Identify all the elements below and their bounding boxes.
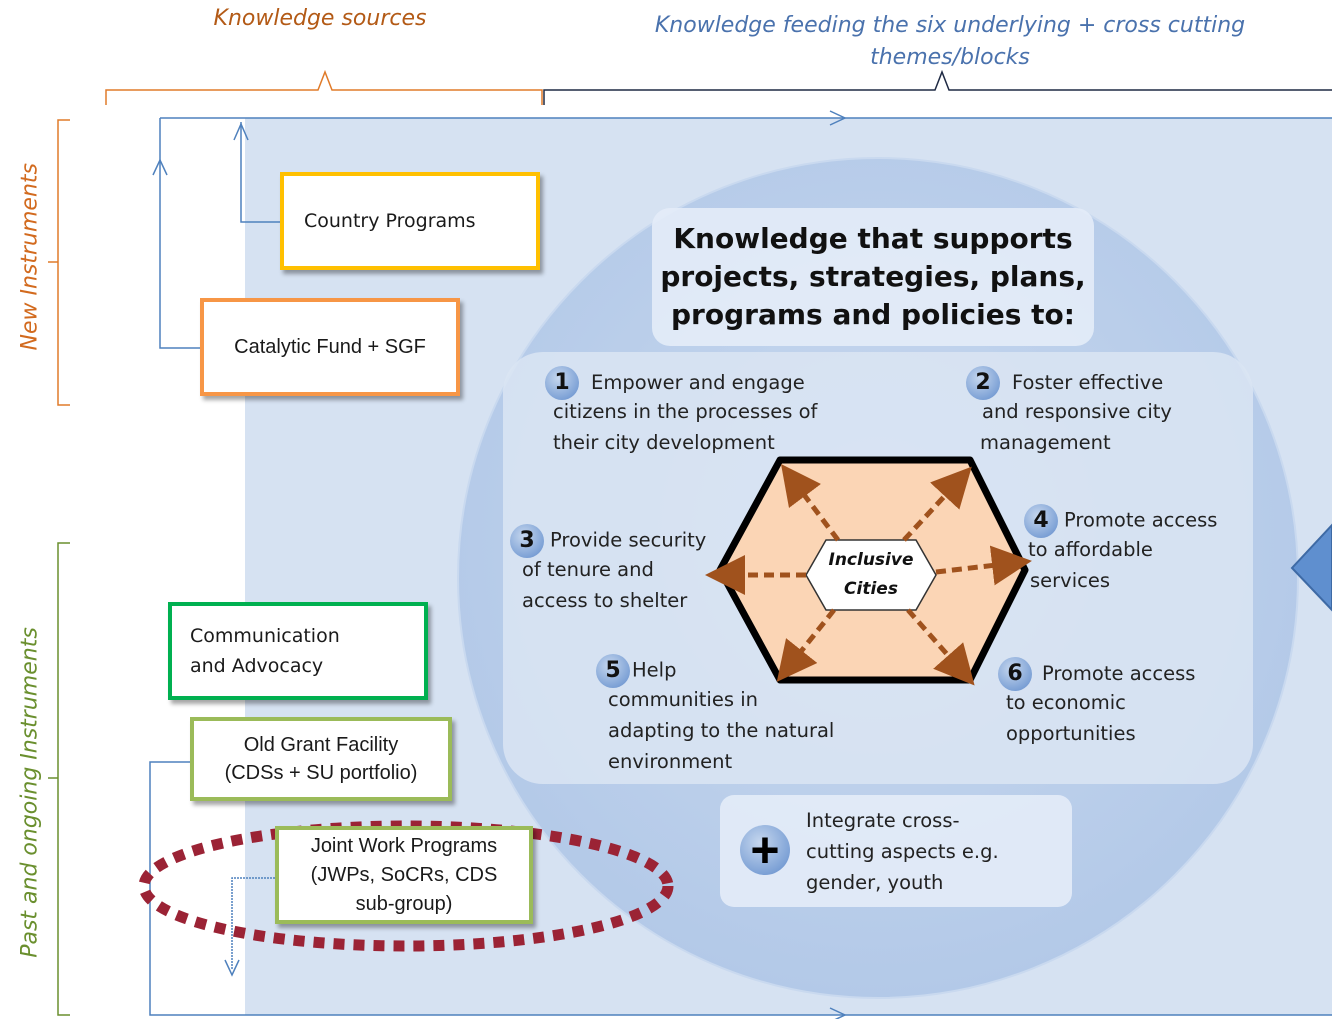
item-6-line3: opportunities [1006, 722, 1136, 746]
cross-cutting-line2: cutting aspects e.g. [806, 840, 999, 864]
item-1: 1 Empower and engage citizens in the proc… [545, 366, 845, 458]
highlight-ellipse [138, 820, 674, 952]
top-arrowhead [829, 110, 847, 126]
cross-cutting-text: Integrate cross- cutting aspects e.g. ge… [806, 805, 1066, 899]
jwp-arrowhead [224, 959, 240, 977]
item-3-line2: of tenure and [522, 558, 654, 581]
item-3-line1: Provide security [550, 528, 707, 552]
country-programs-label: Country Programs [304, 209, 476, 232]
center-arrows [705, 464, 1032, 686]
right-edge-arrow [1290, 523, 1332, 612]
old-grant-line2: (CDSs + SU portfolio) [224, 762, 418, 784]
inclusive-cities-line2: Cities [844, 578, 898, 599]
circle-title-line1: Knowledge that supports [673, 222, 1073, 256]
knowledge-feeding-header: Knowledge feeding the six underlying + c… [654, 13, 1246, 70]
item-2-line2: and responsive city [982, 400, 1172, 423]
item-4-number: 4 [1024, 504, 1058, 538]
old-grant-line1: Old Grant Facility [243, 734, 399, 756]
bottom-arrowhead [829, 1007, 847, 1019]
item-6: 6 Promote access to economic opportunitie… [998, 657, 1238, 749]
item-5-line1: Help [632, 658, 677, 682]
communication-line1: Communication [190, 624, 340, 647]
item-4-line3: services [1030, 569, 1111, 593]
item-5-line3: adapting to the natural [608, 719, 835, 743]
knowledge-sources-header: Knowledge sources [213, 6, 427, 31]
cross-cutting-line1: Integrate cross- [806, 809, 960, 832]
country-connector [240, 122, 280, 223]
item-1-line2: citizens in the processes of [553, 400, 818, 423]
past-instruments-bracket [48, 542, 70, 1016]
item-3-line3: access to shelter [522, 589, 688, 613]
catalytic-fund-box: Catalytic Fund + SGF [200, 298, 460, 396]
cross-cutting-line3: gender, youth [806, 871, 944, 895]
circle-title-line2: projects, strategies, plans, [660, 260, 1086, 294]
past-ongoing-label: Past and ongoing Instruments [17, 627, 43, 958]
item-1-line3: their city development [553, 431, 775, 455]
inclusive-cities-line1: Inclusive [828, 550, 914, 570]
plus-icon: + [740, 825, 790, 875]
country-programs-box: Country Programs [280, 172, 540, 270]
item-6-line1: Promote access [1042, 661, 1196, 685]
new-instruments-label: New Instruments [17, 163, 43, 351]
item-6-line2: to economic [1006, 691, 1126, 714]
joint-work-line2: (JWPs, SoCRs, CDS [310, 863, 498, 886]
inclusive-cities-label: Inclusive Cities [806, 546, 936, 604]
joint-work-box: Joint Work Programs (JWPs, SoCRs, CDS su… [275, 826, 533, 924]
item-2: 2 Foster effective and responsive city ma… [966, 366, 1206, 458]
communication-box: Communication and Advocacy [168, 602, 428, 700]
cross-cutting-panel: + Integrate cross- cutting aspects e.g. … [720, 795, 1072, 907]
sources-bracket [105, 69, 543, 105]
circle-title-line3: programs and policies to: [671, 297, 1075, 331]
item-2-number: 2 [966, 366, 1000, 400]
old-grant-box: Old Grant Facility (CDSs + SU portfolio) [190, 717, 452, 801]
catalytic-arrowhead [152, 158, 168, 176]
circle-title: Knowledge that supports projects, strate… [652, 208, 1094, 346]
item-3-number: 3 [510, 524, 544, 558]
item-1-number: 1 [545, 366, 579, 400]
catalytic-connector [159, 118, 200, 349]
item-2-line1: Foster effective [1012, 370, 1164, 394]
item-5-line4: environment [608, 750, 733, 774]
catalytic-fund-label: Catalytic Fund + SGF [234, 336, 426, 358]
country-arrowhead [233, 122, 249, 141]
item-4-line2: to affordable [1028, 538, 1153, 561]
feeding-bracket [543, 69, 1332, 105]
item-2-line3: management [980, 431, 1111, 455]
item-5-number: 5 [596, 654, 630, 688]
grant-connector [149, 761, 1332, 1016]
jwp-connector [231, 877, 275, 970]
item-1-line1: Empower and engage [591, 370, 805, 394]
item-4-line1: Promote access [1064, 508, 1218, 532]
joint-work-line3: sub-group) [355, 892, 453, 915]
communication-line2: and Advocacy [190, 655, 324, 677]
new-instruments-bracket [48, 119, 70, 406]
item-6-number: 6 [998, 657, 1032, 691]
joint-work-line1: Joint Work Programs [310, 834, 498, 857]
item-5-line2: communities in [608, 688, 758, 711]
